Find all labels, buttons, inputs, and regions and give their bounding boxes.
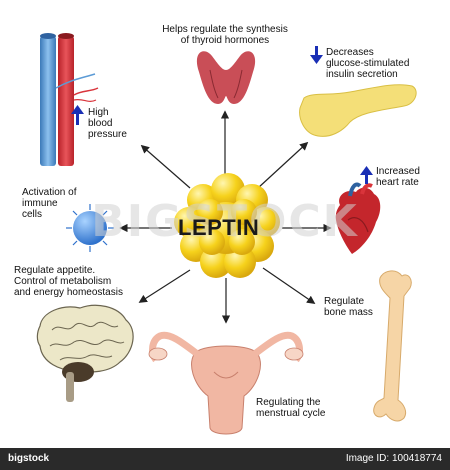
appetite-label: Regulate appetite. Control of metabolism… (14, 265, 123, 298)
appetite-label-line2: Control of metabolism (14, 276, 112, 287)
menstrual-label-line1: Regulating the (256, 397, 321, 408)
pancreas-illustration (299, 84, 417, 137)
uterus-illustration (148, 331, 304, 435)
immune-label-line1: Activation of (22, 187, 77, 198)
femur-bone-illustration (373, 270, 412, 422)
pancreas-label-line1: Decreases (326, 47, 374, 58)
bp-label-line2: blood (88, 118, 113, 129)
heart-label-line2: heart rate (376, 177, 419, 188)
heart-illustration (335, 182, 381, 254)
menstrual-cycle-label: Regulating the menstrual cycle (256, 397, 325, 419)
leptin-molecule-cluster (174, 173, 280, 278)
immune-label-line2: immune (22, 198, 58, 209)
pancreas-label-line3: insulin secretion (326, 69, 398, 80)
heart-up-arrow-icon (360, 166, 373, 184)
pancreas-label: Decreases glucose-stimulated insulin sec… (326, 47, 409, 80)
bp-label-line3: pressure (88, 129, 127, 140)
blood-pressure-label: High blood pressure (88, 107, 127, 140)
heart-rate-label: Increased heart rate (376, 166, 420, 188)
heart-label-line1: Increased (376, 166, 420, 177)
bone-mass-label: Regulate bone mass (324, 296, 373, 318)
menstrual-label-line2: menstrual cycle (256, 408, 326, 419)
appetite-label-line1: Regulate appetite. (14, 265, 96, 276)
arrow-blood-pressure (140, 144, 191, 189)
pancreas-label-line2: glucose-stimulated (326, 58, 410, 69)
blood-vessels-illustration (40, 33, 99, 166)
bp-up-arrow-icon (71, 105, 84, 125)
arrow-appetite (138, 269, 191, 303)
thyroid-label-line1: Helps regulate the synthesis (162, 24, 288, 35)
immune-cells-label: Activation of immune cells (22, 187, 76, 220)
immune-label-line3: cells (22, 209, 43, 220)
effect-arrows (119, 110, 332, 324)
bone-label-line1: Regulate (324, 296, 365, 307)
watermark: BIGSTOCK (91, 196, 359, 247)
arrow-pancreas (257, 141, 309, 189)
pancreas-down-arrow-icon (310, 46, 323, 64)
bone-label-line2: bone mass (324, 307, 373, 318)
thyroid-label-line2: of thyroid hormones (180, 35, 270, 46)
thyroid-label: Helps regulate the synthesis of thyroid … (150, 24, 300, 46)
leptin-label: LEPTIN (178, 215, 260, 240)
arrow-bone (262, 267, 316, 304)
bp-label-line1: High (88, 107, 109, 118)
appetite-label-line3: and energy homeostasis (14, 287, 123, 298)
brain-illustration (36, 304, 134, 402)
stock-footer-bar: bigstock Image ID: 100418774 (0, 448, 450, 470)
stock-brand: bigstock (8, 453, 50, 464)
immune-cell-illustration (66, 204, 114, 252)
stock-image-id: Image ID: 100418774 (345, 453, 442, 464)
thyroid-gland-illustration (196, 51, 256, 104)
